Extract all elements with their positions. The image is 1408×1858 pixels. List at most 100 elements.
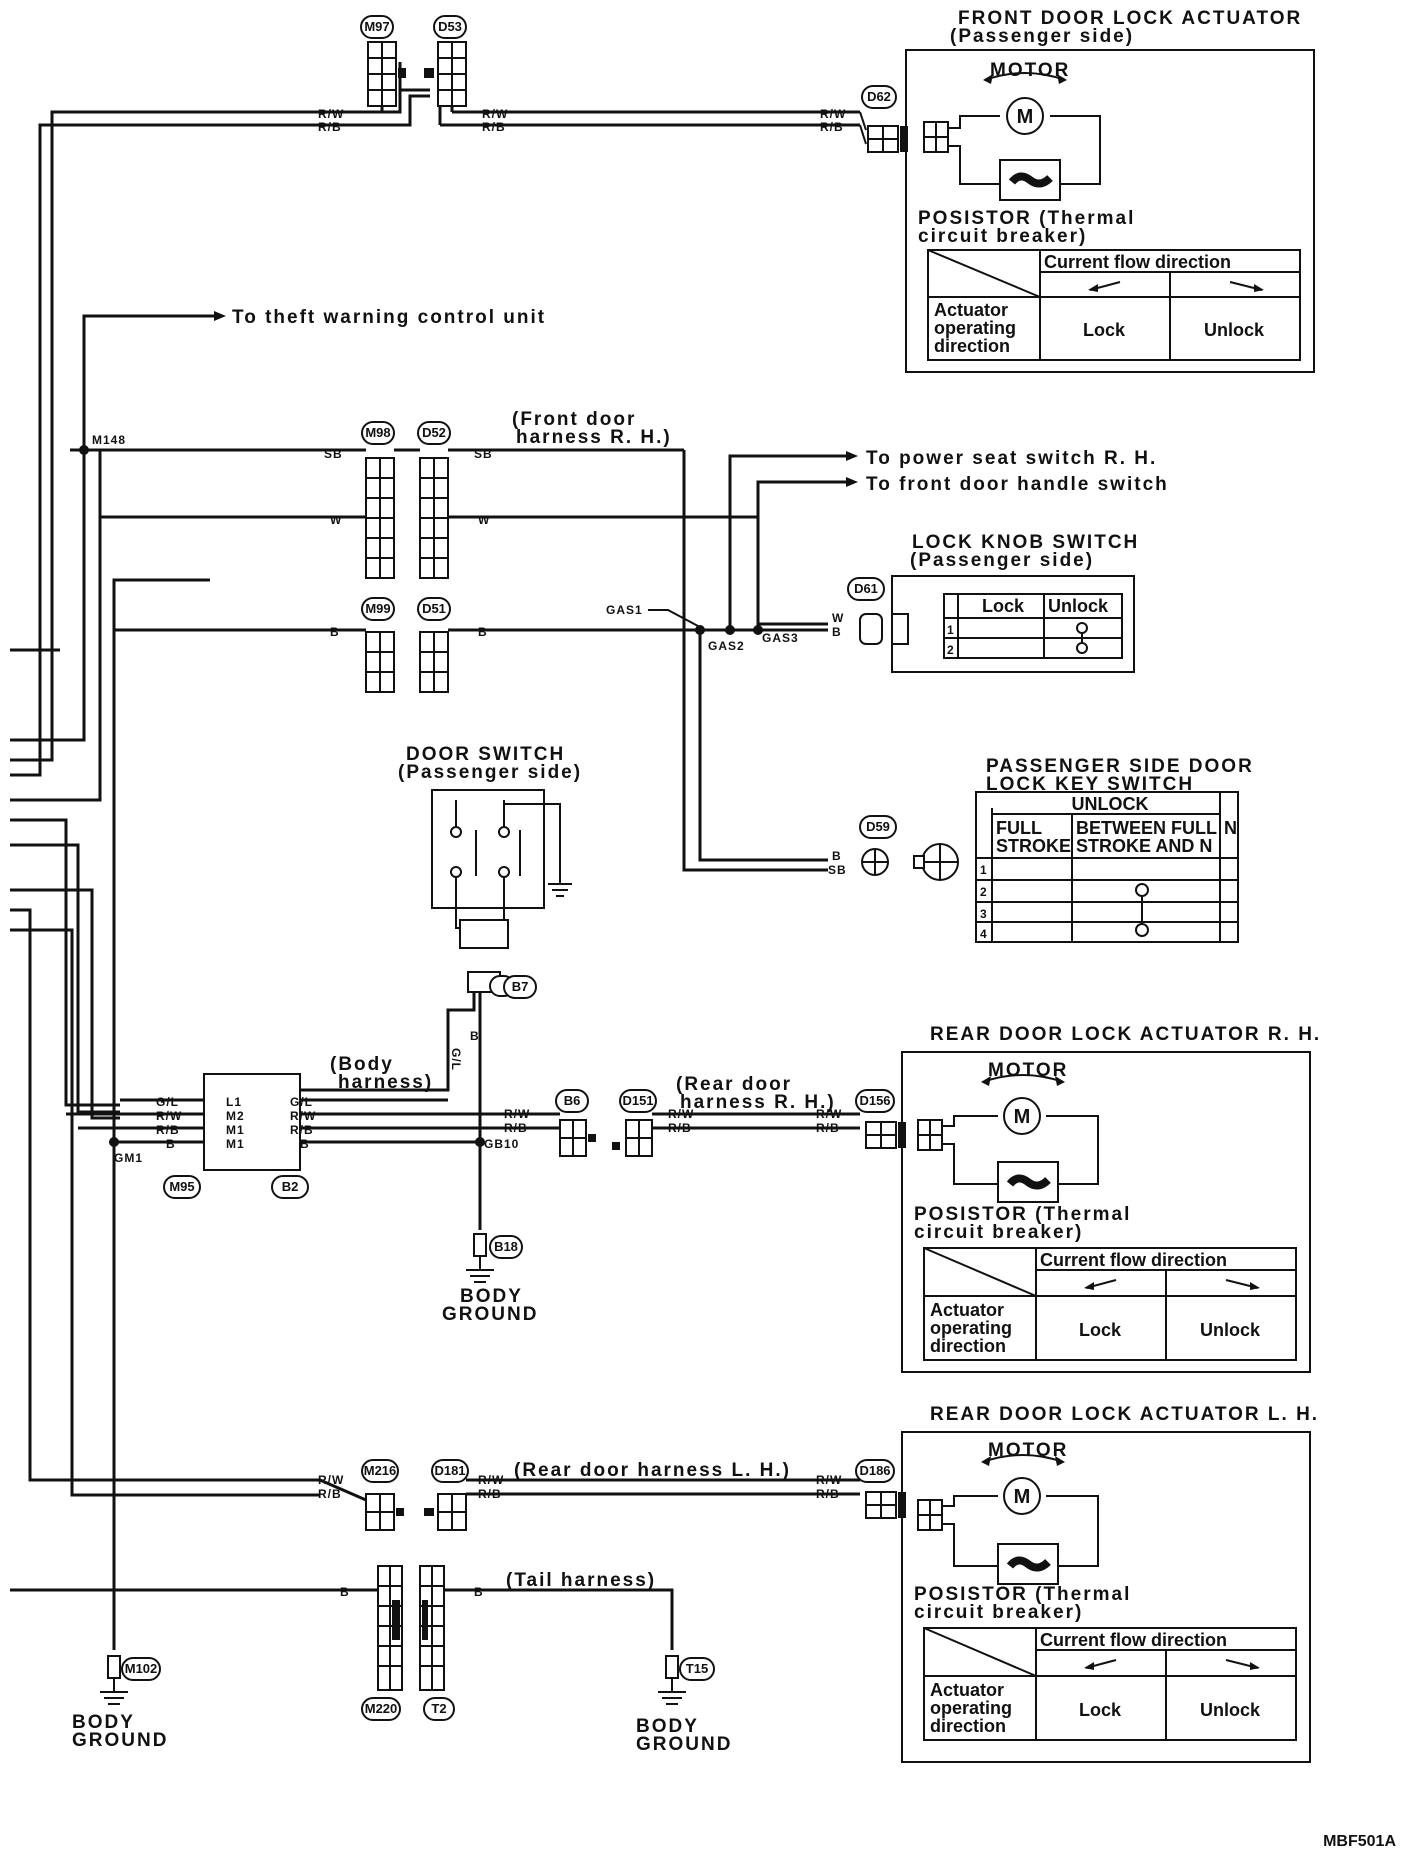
lock-knob-switch: LOCK KNOB SWITCH (Passenger side) D61 W … <box>832 532 1137 673</box>
svg-text:D181: D181 <box>434 1463 465 1478</box>
svg-text:POSISTOR (Thermal: POSISTOR (Thermal <box>914 1584 1131 1605</box>
svg-text:GROUND: GROUND <box>72 1730 168 1751</box>
rear-door-lock-actuator-lh: REAR DOOR LOCK ACTUATOR L. H. MOTOR M PO… <box>901 1404 1317 1763</box>
connector-m98-d52-group: M98 D52 SB SB W W (Front door harness R.… <box>84 409 758 579</box>
m97-tag <box>360 15 394 39</box>
svg-text:(Rear door harness L. H.): (Rear door harness L. H.) <box>514 1460 791 1481</box>
svg-text:Current flow direction: Current flow direction <box>1040 1630 1227 1650</box>
key-switch-table <box>975 791 1239 943</box>
svg-text:R/W: R/W <box>482 107 508 121</box>
svg-text:2: 2 <box>980 885 988 899</box>
rear-door-lock-actuator-rh: REAR DOOR LOCK ACTUATOR R. H. MOTOR M PO… <box>901 1024 1321 1373</box>
svg-text:M216: M216 <box>364 1463 397 1478</box>
svg-text:D156: D156 <box>859 1093 890 1108</box>
svg-text:B6: B6 <box>564 1093 581 1108</box>
svg-text:1: 1 <box>980 863 988 877</box>
svg-text:direction: direction <box>934 336 1010 356</box>
svg-text:(Passenger side): (Passenger side) <box>910 550 1094 571</box>
svg-text:G/L: G/L <box>449 1048 463 1071</box>
lock-knob-table <box>943 593 1123 659</box>
svg-text:(Passenger side): (Passenger side) <box>398 762 582 783</box>
svg-text:operating: operating <box>934 318 1016 338</box>
splice-gb10-label: GB10 <box>484 1137 519 1151</box>
svg-text:W: W <box>478 513 490 527</box>
svg-text:operating: operating <box>930 1698 1012 1718</box>
svg-text:L1: L1 <box>226 1095 242 1109</box>
svg-text:B: B <box>470 1029 480 1043</box>
svg-text:GROUND: GROUND <box>636 1734 732 1755</box>
svg-text:M1: M1 <box>226 1137 245 1151</box>
svg-text:circuit breaker): circuit breaker) <box>914 1602 1083 1623</box>
svg-text:M98: M98 <box>365 425 390 440</box>
svg-text:STROKE AND N: STROKE AND N <box>1076 836 1212 856</box>
svg-text:M99: M99 <box>365 601 390 616</box>
connector-m216-d181-d186-group: M216 D181 R/W R/B R/W R/B R/W R/B (Rear … <box>318 1459 906 1531</box>
figure-code: MBF501A <box>1323 1833 1396 1850</box>
svg-text:harness R. H.): harness R. H.) <box>516 427 672 448</box>
door-switch: DOOR SWITCH (Passenger side) B7 G/L B <box>226 744 582 1130</box>
svg-text:2: 2 <box>947 643 955 657</box>
svg-text:B: B <box>832 625 842 639</box>
svg-text:B18: B18 <box>494 1239 518 1254</box>
svg-text:B: B <box>166 1137 176 1151</box>
svg-text:STROKE: STROKE <box>996 836 1071 856</box>
svg-text:M102: M102 <box>125 1661 158 1676</box>
theft-warning-lead: To theft warning control unit <box>82 307 546 450</box>
svg-text:N: N <box>1224 818 1237 838</box>
ground-b18: B18 BODY GROUND <box>442 1233 538 1325</box>
svg-text:R/B: R/B <box>290 1123 314 1137</box>
connector-m99-d51-group: M99 D51 B B <box>112 597 828 693</box>
svg-text:R/B: R/B <box>482 120 506 134</box>
svg-text:G/L: G/L <box>290 1095 313 1109</box>
svg-text:M2: M2 <box>226 1109 245 1123</box>
svg-text:harness R. H.): harness R. H.) <box>680 1092 836 1113</box>
svg-text:FULL: FULL <box>996 818 1042 838</box>
svg-text:harness): harness) <box>338 1072 433 1093</box>
svg-text:BODY: BODY <box>636 1716 699 1737</box>
svg-text:Current flow direction: Current flow direction <box>1040 1250 1227 1270</box>
svg-text:(Passenger side): (Passenger side) <box>950 26 1134 47</box>
unit-m95-b2: L1 M2 M1 M1 G/L R/W R/B B G/L R/W R/B B … <box>66 1054 560 1230</box>
svg-text:M: M <box>1017 106 1034 128</box>
svg-text:R/B: R/B <box>156 1123 180 1137</box>
svg-text:SB: SB <box>828 863 847 877</box>
power-seat-note: To power seat switch R. H. <box>866 448 1157 469</box>
svg-text:(Tail harness): (Tail harness) <box>506 1570 656 1591</box>
svg-text:direction: direction <box>930 1336 1006 1356</box>
svg-text:(Front door: (Front door <box>512 409 636 430</box>
front-motor-symbol <box>1006 97 1044 135</box>
connector-b6-d151-d156-group: B6 D151 R/W R/B R/W R/B R/W R/B (Rear do… <box>504 1074 906 1157</box>
svg-text:D51: D51 <box>422 601 446 616</box>
svg-text:LOCK KEY SWITCH: LOCK KEY SWITCH <box>986 774 1194 795</box>
svg-text:R/W: R/W <box>820 107 846 121</box>
svg-text:Unlock: Unlock <box>1200 1700 1261 1720</box>
svg-text:D151: D151 <box>622 1093 653 1108</box>
splice-gm1-label: GM1 <box>114 1151 143 1165</box>
svg-text:REAR DOOR LOCK ACTUATOR R. H.: REAR DOOR LOCK ACTUATOR R. H. <box>930 1024 1321 1045</box>
svg-text:Lock: Lock <box>982 596 1025 616</box>
svg-text:BODY: BODY <box>460 1286 523 1307</box>
svg-text:BODY: BODY <box>72 1712 135 1733</box>
theft-warning-note: To theft warning control unit <box>232 307 546 328</box>
svg-text:B: B <box>300 1137 310 1151</box>
d53-tag <box>433 15 467 39</box>
gas-splices: GAS1 GAS2 GAS3 To power seat switch R. H… <box>606 448 1169 872</box>
connector-m220-t2-group: M220 T2 B B (Tail harness) <box>320 1565 674 1721</box>
svg-text:D186: D186 <box>859 1463 890 1478</box>
svg-text:GROUND: GROUND <box>442 1304 538 1325</box>
svg-text:D62: D62 <box>867 89 891 104</box>
svg-text:B: B <box>330 625 340 639</box>
svg-text:DOOR SWITCH: DOOR SWITCH <box>406 744 565 765</box>
ground-t15: T15 BODY GROUND <box>636 1655 732 1755</box>
d62-tag <box>861 85 897 109</box>
svg-text:W: W <box>330 513 342 527</box>
svg-text:circuit breaker): circuit breaker) <box>914 1222 1083 1243</box>
svg-text:M95: M95 <box>169 1179 194 1194</box>
door-lock-key-switch: PASSENGER SIDE DOOR LOCK KEY SWITCH D59 … <box>828 756 1252 943</box>
handle-switch-note: To front door handle switch <box>866 474 1169 495</box>
svg-text:B: B <box>474 1585 484 1599</box>
svg-text:M220: M220 <box>365 1701 398 1716</box>
svg-text:POSISTOR (Thermal: POSISTOR (Thermal <box>914 1204 1131 1225</box>
